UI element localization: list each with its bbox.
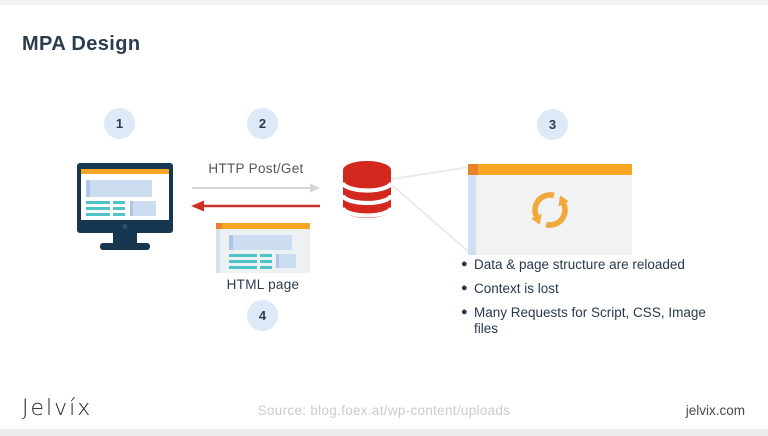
source-attribution: Source: blog.foex.at/wp-content/uploads — [257, 403, 511, 418]
html-page-label: HTML page — [226, 277, 300, 292]
step-number-2: 2 — [258, 116, 267, 131]
step-circle-2: 2 — [247, 108, 278, 139]
request-response-arrows — [191, 183, 320, 212]
step-circle-1: 1 — [104, 108, 135, 139]
html-page-header-accent — [216, 223, 222, 229]
step-circle-3: 3 — [537, 109, 568, 140]
note-text: Data & page structure are reloaded — [474, 257, 685, 272]
browser-left-strip — [468, 175, 476, 255]
monitor-stand-base — [100, 243, 150, 250]
page-side-block — [276, 254, 296, 268]
html-page-content — [229, 235, 296, 272]
browser-window-icon — [468, 164, 632, 255]
browser-header-bar — [468, 164, 632, 175]
page-side-block — [130, 201, 156, 216]
monitor-stand-neck — [113, 233, 137, 243]
db-to-server-connectors — [391, 166, 472, 255]
response-arrow-head — [191, 200, 204, 212]
monitor-header-bar — [81, 169, 169, 174]
monitor-camera-dot — [122, 224, 128, 229]
html-page-header-bar — [216, 223, 310, 229]
page-banner-block — [229, 235, 292, 250]
website-url: jelvix.com — [685, 403, 745, 418]
step-circle-4: 4 — [247, 300, 278, 331]
http-request-label: HTTP Post/Get — [208, 161, 304, 176]
monitor-page-content — [81, 174, 169, 219]
step-number-3: 3 — [548, 117, 557, 132]
top-edge-strip — [0, 0, 768, 5]
monitor-screen — [81, 169, 169, 220]
list-item: ● Context is lost — [461, 281, 723, 297]
monitor-frame — [77, 163, 173, 233]
jelvix-logo: Jelvíx — [22, 396, 93, 421]
page-text-lines — [86, 201, 126, 219]
browser-header-accent — [468, 164, 478, 175]
monitor-icon — [77, 163, 173, 250]
server-notes-list: ● Data & page structure are reloaded ● C… — [461, 257, 723, 345]
note-text: Context is lost — [474, 280, 559, 296]
page-title: MPA Design — [22, 33, 141, 55]
step-number-4: 4 — [258, 308, 267, 323]
html-page-left-strip — [216, 229, 220, 273]
list-item: ● Data & page structure are reloaded — [461, 257, 723, 273]
list-item: ● Many Requests for Script, CSS, Image f… — [461, 305, 723, 337]
bottom-edge-strip — [0, 429, 768, 436]
database-icon — [342, 161, 392, 218]
refresh-icon — [531, 192, 569, 228]
step-number-1: 1 — [115, 116, 124, 131]
html-page-icon — [216, 223, 310, 273]
request-arrow-head — [310, 183, 320, 193]
page-banner-block — [86, 180, 152, 197]
bullet-icon: ● — [461, 258, 468, 270]
bullet-icon: ● — [461, 305, 468, 318]
bullet-icon: ● — [461, 281, 468, 294]
page-text-lines — [229, 254, 273, 272]
note-text: Many Requests for Script, CSS, Image fil… — [474, 304, 706, 336]
